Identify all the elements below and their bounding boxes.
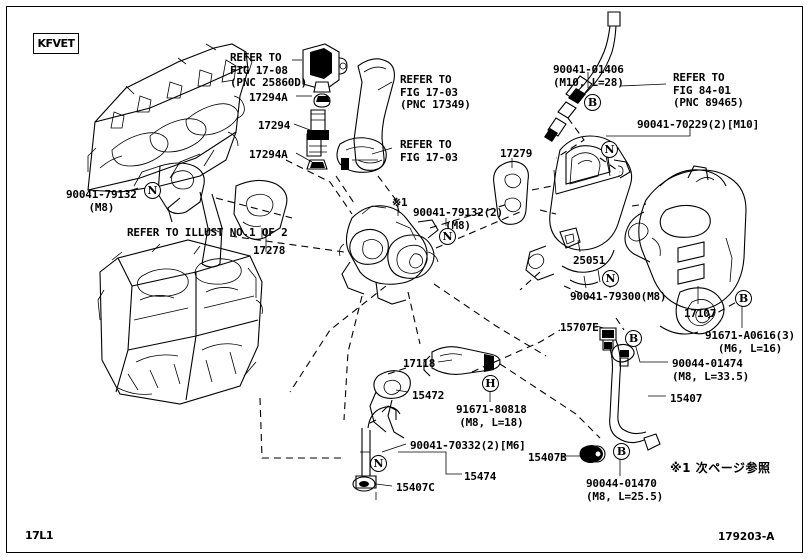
part-label-line: (M8, L=18) [459,415,524,429]
part-label-line: (PNC 17349) [400,98,471,111]
part-label-line: 17294A [249,91,288,104]
part-label-line: 25051 [573,254,606,267]
part-label-bolt-90044-01470: 90044-01470(M8, L=25.5) [586,477,664,503]
part-label-nut-90041-79132-2: 90041-79132(2)(M8) [413,206,503,232]
part-label-pn-17278: 17278 [253,244,286,258]
bolt-symbol-sym-B-01470: B [613,443,630,460]
part-label-line: REFER TO ILLUST NO.1 OF 2 [127,226,288,239]
part-label-line: (PNC 89465) [673,96,744,109]
part-label-pn-17107: 17107 [684,307,717,321]
part-label-line: FIG 17-03 [400,150,458,164]
part-label-line: 15472 [412,389,445,402]
part-label-line: 15407 [670,392,703,405]
variant-code-label: KFVET [37,37,75,50]
part-label-line: 91671-A0616(3) [705,329,795,342]
part-label-pn-17118: 17118 [403,357,436,371]
part-label-line: REFER TO [400,138,452,151]
part-label-line: ※1 [392,196,408,209]
diagram-border [6,6,803,553]
variant-code-box: KFVET [33,33,79,54]
part-label-line: 90041-79132 [66,188,137,201]
bolt-symbol-sym-N-79132-1: N [144,182,161,199]
part-label-line: 17279 [500,147,533,160]
sheet-code: 17L1 [25,529,53,542]
part-label-nut-90041-79300: 90041-79300(M8) [570,290,667,304]
part-label-line: (M6, L=16) [717,341,783,355]
bolt-symbol-sym-N-79132-2: N [439,228,456,245]
part-label-line: FIG 17-08 [230,63,288,77]
part-label-line: (PNC 25860D) [230,76,308,89]
part-label-mark-1-manifold: ※1 [392,196,408,210]
part-label-line: FIG 17-03 [400,85,458,99]
part-label-nut-90041-70332: 90041-70332(2)[M6] [410,439,526,453]
part-label-line: (M8) [88,200,115,214]
part-label-line: (M8, L=25.5) [586,489,664,503]
part-label-line: 90041-01406 [553,63,624,76]
part-label-line: 15407C [396,481,435,494]
part-label-bolt-91671-80818: 91671-80818(M8, L=18) [456,403,527,429]
part-label-bolt-90041-01406: 90041-01406(M10, L=28) [553,63,624,89]
part-label-line: 90044-01474 [672,357,743,370]
part-label-bolt-90044-01474: 90044-01474(M8, L=33.5) [672,357,750,383]
part-label-line: REFER TO [673,71,725,84]
part-label-line: (M8) [445,218,471,232]
part-label-nut-90041-70229: 90041-70229(2)[M10] [637,118,760,132]
footnote-next-page: ※1 次ページ参照 [670,461,771,475]
part-label-line: REFER TO [230,51,282,64]
part-label-refer-illust: REFER TO ILLUST NO.1 OF 2 [127,226,288,240]
part-label-line: 17118 [403,357,436,370]
bolt-symbol-sym-N-79300: N [602,270,619,287]
part-label-line: (M8, L=33.5) [672,369,750,383]
bolt-symbol-sym-B-01474: B [625,330,642,347]
part-label-nut-90041-79132-1: 90041-79132(M8) [66,188,137,214]
bolt-symbol-sym-N-70229: N [601,141,618,158]
part-label-line: 90041-79300(M8) [570,290,667,303]
part-label-pn-15472: 15472 [412,389,445,403]
part-label-line: REFER TO [400,73,452,86]
part-label-line: 17294A [249,148,288,161]
part-label-pn-15407: 15407 [670,392,703,406]
part-label-line: 15407B [528,451,567,464]
part-label-line: (M10, L=28) [553,75,624,89]
part-label-line: 90041-79132(2) [413,206,503,219]
part-label-line: 91671-80818 [456,403,527,416]
part-label-line: 15707E [560,321,599,334]
part-label-line: 17107 [684,307,717,320]
part-label-pn-17294: 17294 [258,119,291,133]
bolt-symbol-sym-B-A0616: B [735,290,752,307]
part-label-pn-15407B: 15407B [528,451,567,465]
part-label-pn-17279: 17279 [500,147,533,161]
part-label-line: 90044-01470 [586,477,657,490]
part-label-bolt-91671-A0616: 91671-A0616(3)(M6, L=16) [705,329,795,355]
part-label-pn-15407C: 15407C [396,481,435,495]
figure-code: 179203-A [718,531,775,543]
part-label-line: 17294 [258,119,291,132]
part-label-pn-17294A-lower: 17294A [249,148,288,162]
bolt-symbol-sym-N-70332: N [370,455,387,472]
part-label-line: 15474 [464,470,497,483]
part-label-line: 90041-70332(2)[M6] [410,439,526,452]
part-label-pn-15474: 15474 [464,470,497,484]
bolt-symbol-sym-H-80818: H [482,375,499,392]
part-label-line: 17278 [253,244,286,257]
part-label-line: FIG 84-01 [673,83,731,97]
part-label-pn-17294A-upper: 17294A [249,91,288,105]
bolt-symbol-sym-B-01406: B [584,94,601,111]
part-label-pn-15707E: 15707E [560,321,599,335]
part-label-pn-25051: 25051 [573,254,606,268]
part-label-line: 90041-70229(2)[M10] [637,118,760,131]
